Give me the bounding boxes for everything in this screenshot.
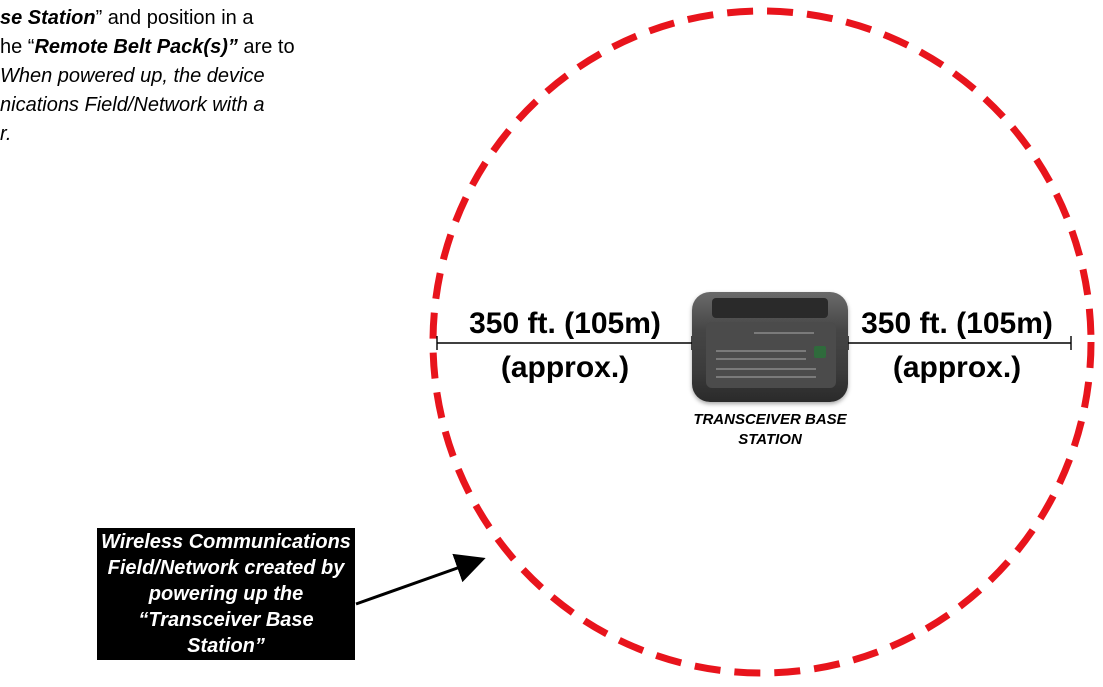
transceiver-base-station-image (692, 292, 848, 402)
range-left-qualifier: (approx.) (500, 351, 630, 384)
intro-line-5: r. (0, 123, 12, 145)
range-label-right: 350 ft. (105m) (approx.) (842, 306, 1072, 386)
callout-line: powering up the (148, 583, 304, 605)
range-right-qualifier: (approx.) (892, 351, 1022, 384)
callout-arrow (355, 553, 486, 606)
intro-paragraph: se Station” and position in a he “Remote… (0, 4, 440, 149)
intro-line-3: When powered up, the device (0, 65, 265, 87)
device-caption: TRANSCEIVER BASE STATION (666, 410, 874, 450)
callout-box: Wireless Communications Field/Network cr… (97, 528, 355, 660)
device-caption-line-1: TRANSCEIVER BASE (693, 411, 847, 428)
callout-line: Wireless Communications (101, 531, 351, 553)
device-caption-line-2: STATION (738, 431, 802, 448)
intro-line-1: se Station” and position in a (0, 7, 254, 29)
device-text-mark (716, 350, 806, 352)
intro-line-4: nications Field/Network with a (0, 94, 265, 116)
device-top-strip (712, 298, 828, 318)
range-label-left: 350 ft. (105m) (approx.) (452, 306, 678, 386)
device-text-mark (716, 368, 816, 370)
range-left-distance: 350 ft. (105m) (469, 307, 661, 340)
intro-line-2: he “Remote Belt Pack(s)” are to (0, 36, 295, 58)
callout-line: Field/Network created by (107, 557, 345, 579)
wireless-field-boundary (429, 7, 1095, 677)
device-label-mark (754, 332, 814, 334)
device-indicator (814, 346, 826, 358)
callout-line: “Transceiver Base Station” (138, 609, 314, 657)
device-text-mark (716, 358, 806, 360)
device-text-mark (716, 376, 816, 378)
range-right-distance: 350 ft. (105m) (861, 307, 1053, 340)
